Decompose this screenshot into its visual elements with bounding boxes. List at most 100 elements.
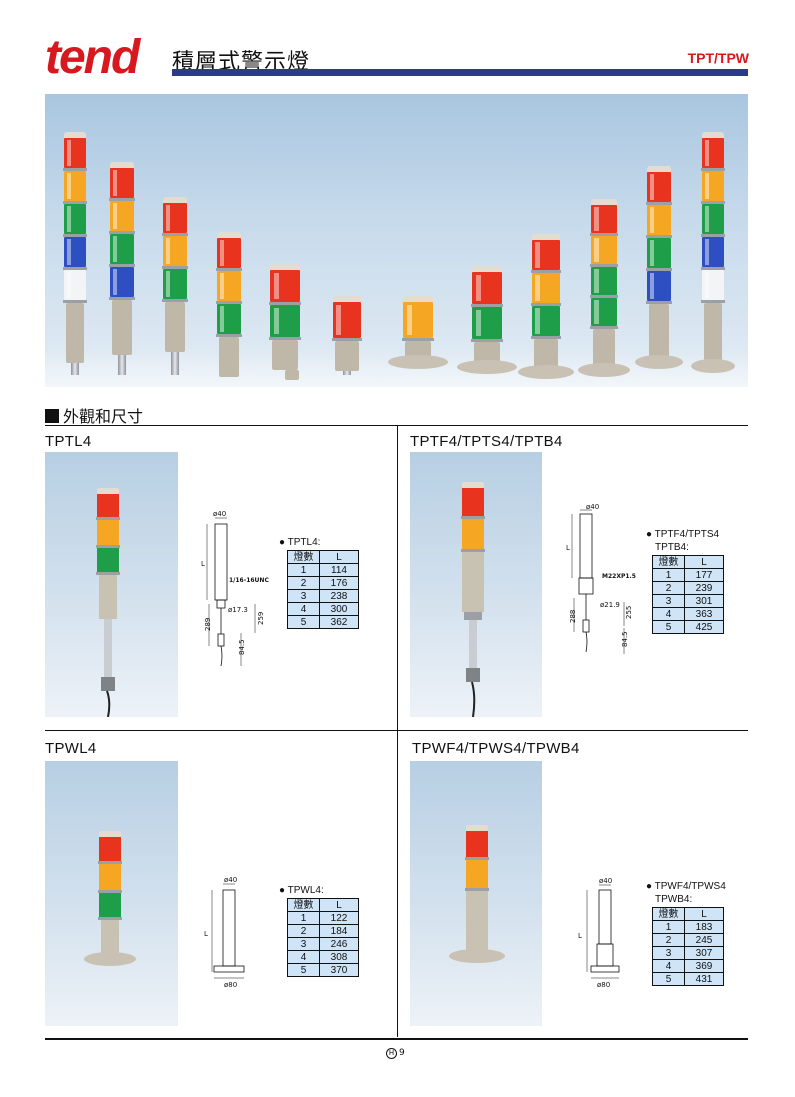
- page-number-text: 9: [399, 1048, 405, 1058]
- section-divider-top: [45, 425, 748, 426]
- lamp-segment: [163, 236, 187, 266]
- tower-cap: [532, 234, 560, 240]
- cell-l: 245: [684, 933, 724, 947]
- tower-cap: [64, 132, 86, 138]
- spec-label: ● TPWF4/TPWS4: [646, 881, 726, 892]
- lamp-segment: [532, 273, 560, 303]
- segment-ring: [63, 168, 87, 171]
- mounting-flange: [518, 365, 574, 379]
- cell-l: 300: [319, 602, 359, 616]
- dim-diameter-2: ø21.9: [600, 601, 620, 609]
- segment-ring: [701, 234, 725, 237]
- cell-l: 307: [684, 946, 724, 960]
- mounting-pole: [171, 352, 179, 375]
- mounting-pole: [118, 355, 126, 375]
- segment-ring: [109, 297, 135, 300]
- segment-ring: [216, 268, 242, 271]
- lamp-segment: [702, 204, 724, 234]
- lamp-segment: [702, 270, 724, 300]
- cell-l: 431: [684, 972, 724, 986]
- dim-height-1: 288: [569, 610, 577, 623]
- dim-base-diameter: ø80: [224, 981, 237, 989]
- mounting-pole: [343, 371, 351, 375]
- tower-illustration: [461, 482, 485, 717]
- cell-l: 184: [319, 924, 359, 938]
- dim-height-1: 289: [204, 618, 212, 631]
- col-lamps: 燈數: [652, 907, 685, 921]
- section-divider-middle: [45, 730, 748, 731]
- cell-l: 177: [684, 568, 724, 582]
- mounting-flange: [388, 355, 448, 369]
- mounting-flange: [457, 360, 517, 374]
- tower-cap: [702, 132, 724, 138]
- tower-body: [593, 329, 615, 367]
- segment-ring: [701, 267, 725, 270]
- lamp-segment: [64, 138, 86, 168]
- lamp-segment: [217, 238, 241, 268]
- product-photo-tpwf4: [410, 761, 542, 1026]
- lamp-segment: [647, 205, 671, 235]
- cell-lamps: 2: [652, 581, 685, 595]
- col-lamps: 燈數: [287, 550, 320, 564]
- cell-lamps: 5: [652, 972, 685, 986]
- lamp-segment: [163, 269, 187, 299]
- segment-ring: [701, 168, 725, 171]
- lamp-segment: [270, 270, 300, 302]
- model-code: TPT/TPW: [687, 50, 749, 66]
- dimension-drawing-tptf4: ø40 L M22XP1.5 ø21.9 288 255 84.5: [566, 503, 636, 654]
- mounting-bracket: [285, 370, 299, 380]
- segment-ring: [590, 233, 618, 236]
- lamp-segment: [110, 267, 134, 297]
- spec-label-text: TPWF4/TPWS4: [654, 881, 726, 892]
- lamp-segment: [532, 240, 560, 270]
- segment-ring: [63, 300, 87, 303]
- product-photo-tptf4: [410, 452, 542, 717]
- segment-ring: [216, 301, 242, 304]
- dim-diameter: ø40: [224, 876, 237, 884]
- segment-ring: [63, 234, 87, 237]
- lamp-segment: [647, 238, 671, 268]
- segment-ring: [269, 302, 301, 305]
- dim-height-3: 84.5: [621, 631, 629, 647]
- tower-illustration: [449, 825, 505, 963]
- dimension-drawing-tptl4: ø40 L 1/16-16UNC ø17.3 289 259 84.5: [201, 510, 269, 667]
- cell-lamps: 3: [287, 937, 320, 951]
- spec-label: ● TPTF4/TPTS4: [646, 529, 720, 540]
- dimension-drawing-tpwf4: ø40 L ø80: [578, 877, 620, 989]
- segment-ring: [471, 339, 503, 342]
- dim-l: L: [578, 932, 582, 940]
- cell-lamps: 3: [287, 589, 320, 603]
- cell-l: 301: [684, 594, 724, 608]
- dim-thread: M22XP1.5: [602, 573, 636, 580]
- cell-lamps: 4: [287, 602, 320, 616]
- tower-illustration: [84, 831, 136, 966]
- mounting-flange: [691, 359, 735, 373]
- page-mark-icon: H: [386, 1048, 397, 1059]
- segment-ring: [332, 338, 362, 341]
- segment-ring: [109, 231, 135, 234]
- mounting-pole: [71, 363, 79, 375]
- col-l: L: [684, 555, 724, 569]
- spec-label-text: TPWL4:: [287, 885, 324, 896]
- cell-lamps: 4: [652, 959, 685, 973]
- cell-l: 176: [319, 576, 359, 590]
- col-l: L: [319, 898, 359, 912]
- dim-l: L: [201, 560, 205, 568]
- lamp-segment: [591, 236, 617, 264]
- column-divider: [397, 425, 398, 1037]
- lamp-segment: [472, 272, 502, 304]
- product-photo-tpwl4: [45, 761, 178, 1026]
- cell-lamps: 3: [652, 594, 685, 608]
